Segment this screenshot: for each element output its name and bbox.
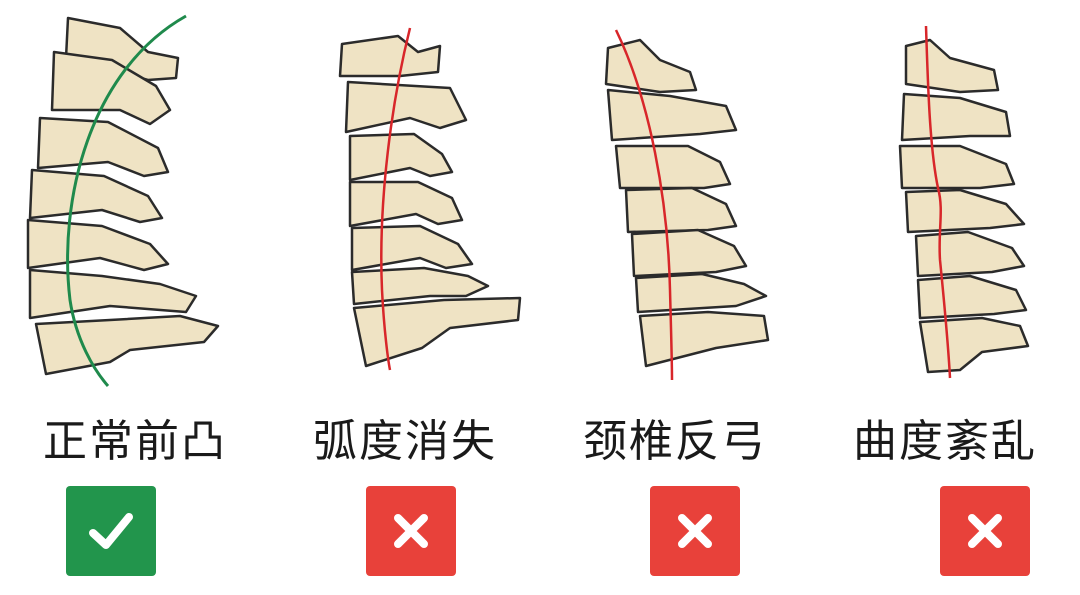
vertebra-c7: [918, 316, 1030, 374]
vertebra-c5: [350, 224, 474, 272]
vertebra-c5: [26, 218, 170, 272]
panel-reverse-curve: 颈椎反弓: [540, 0, 810, 595]
label-normal-lordosis: 正常前凸: [43, 416, 227, 467]
curve-line-reverse: [614, 29, 674, 381]
vertebra-c2: [606, 88, 738, 142]
curve-line-straight: [380, 27, 412, 371]
vertebra-c3: [898, 144, 1016, 190]
x-icon: [968, 514, 1002, 548]
vertebra-c6: [350, 266, 490, 306]
label-disordered-curve: 曲度紊乱: [853, 416, 1037, 467]
vertebra-c6: [28, 268, 198, 320]
vertebra-c5: [914, 230, 1026, 278]
label-curvature-loss: 弧度消失: [313, 416, 497, 467]
spine-illustration-normal: [26, 14, 220, 387]
x-icon: [678, 514, 712, 548]
panel-disordered-curve: 曲度紊乱: [810, 0, 1080, 595]
label-reverse-curve: 颈椎反弓: [583, 416, 767, 467]
vertebra-c3: [614, 144, 732, 190]
vertebra-c4: [904, 188, 1026, 234]
spine-illustration-disordered: [898, 25, 1030, 379]
vertebra-c1: [904, 38, 1000, 94]
vertebra-c5: [630, 228, 748, 278]
vertebra-c7: [34, 314, 220, 376]
vertebra-c2: [900, 92, 1012, 142]
check-icon: [89, 513, 133, 549]
status-badge-incorrect: [650, 486, 740, 576]
panel-curvature-loss: 弧度消失: [270, 0, 540, 595]
curve-line-disordered: [924, 25, 952, 379]
status-badge-incorrect: [940, 486, 1030, 576]
vertebra-c6: [916, 274, 1028, 320]
vertebra-c7: [352, 296, 522, 368]
vertebra-c2: [344, 80, 468, 134]
curve-line-normal: [66, 14, 187, 387]
vertebra-c7: [638, 310, 770, 368]
status-badge-incorrect: [366, 486, 456, 576]
spine-illustration-straight: [338, 27, 522, 371]
spine-illustration-reverse: [604, 29, 770, 381]
status-badge-correct: [66, 486, 156, 576]
vertebra-c6: [634, 272, 768, 314]
vertebra-c4: [28, 168, 164, 224]
x-icon: [394, 514, 428, 548]
panel-normal-lordosis: 正常前凸: [0, 0, 270, 595]
vertebra-c3: [36, 116, 170, 178]
vertebra-c4: [348, 180, 464, 228]
vertebra-c4: [624, 186, 738, 234]
vertebra-c1: [604, 38, 698, 94]
vertebra-c3: [348, 132, 454, 182]
vertebra-c1: [338, 34, 442, 78]
